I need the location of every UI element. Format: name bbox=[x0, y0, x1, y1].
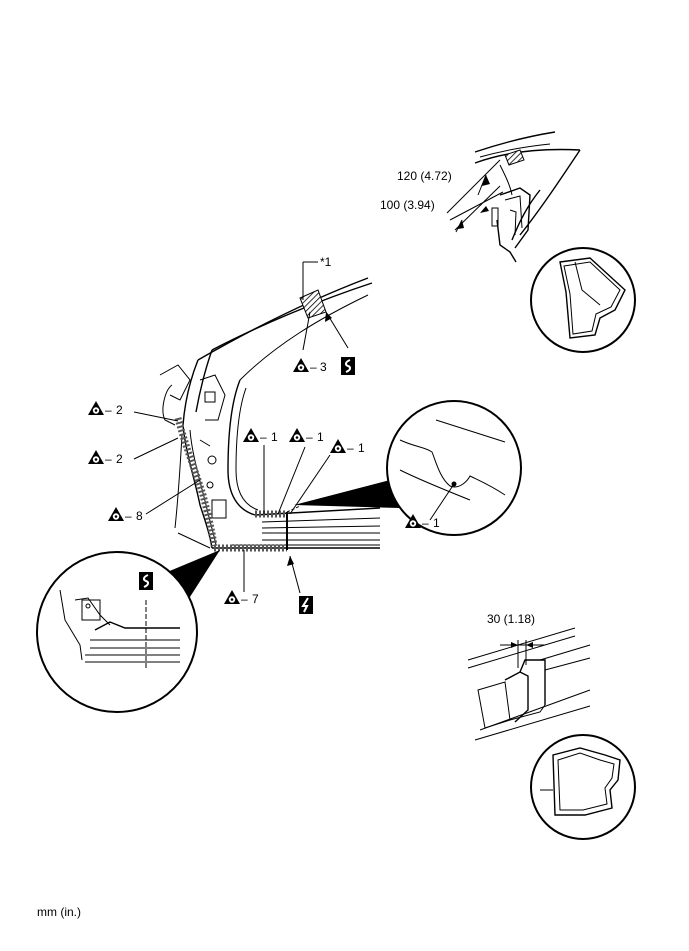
leader-lines bbox=[133, 311, 349, 594]
callout-weld-3-number: 3 bbox=[320, 360, 327, 374]
spot-weld-symbol-icon bbox=[88, 450, 104, 464]
spot-weld-symbol-icon bbox=[224, 590, 240, 604]
callout-weld-1-number: 1 bbox=[433, 516, 440, 530]
rocker-section-detail bbox=[467, 627, 591, 741]
roof-section-bubble bbox=[530, 247, 636, 353]
callout-weld-1-c: – 1 bbox=[330, 439, 365, 455]
spot-weld-symbol-icon bbox=[293, 358, 309, 372]
rocker-section-bubble bbox=[530, 734, 636, 840]
spot-weld-symbol-icon bbox=[243, 428, 259, 442]
rocker-dim: 30 (1.18) bbox=[487, 612, 535, 626]
callout-dash: – bbox=[241, 592, 248, 606]
rocker-detail-bubble bbox=[36, 550, 220, 713]
callout-weld-7-number: 7 bbox=[252, 592, 259, 606]
saw-cut-symbol-icon bbox=[138, 571, 154, 591]
callout-dash: – bbox=[260, 430, 267, 444]
callout-dash: – bbox=[422, 516, 429, 530]
callout-weld-2-number: 2 bbox=[116, 452, 123, 466]
spot-weld-symbol-icon bbox=[330, 439, 346, 453]
callout-dash: – bbox=[347, 441, 354, 455]
callout-weld-2-upper: – 2 bbox=[88, 401, 123, 417]
body-side-panel bbox=[159, 261, 381, 552]
callout-weld-7: – 7 bbox=[224, 590, 259, 606]
roof-dim-upper: 120 (4.72) bbox=[397, 169, 452, 183]
callout-weld-1-a: – 1 bbox=[243, 428, 278, 444]
sill-detail-bubble bbox=[294, 400, 522, 536]
callout-dash: – bbox=[125, 509, 132, 523]
saw-cut-symbol-icon bbox=[340, 356, 356, 376]
spot-weld-symbol-icon bbox=[289, 428, 305, 442]
callout-ref-1: *1 bbox=[320, 255, 332, 269]
callout-dash: – bbox=[105, 403, 112, 417]
callout-weld-8: – 8 bbox=[108, 507, 143, 523]
callout-dash: – bbox=[310, 360, 317, 374]
torch-cut-symbol-icon bbox=[298, 595, 314, 615]
callout-dash: – bbox=[105, 452, 112, 466]
callout-weld-8-number: 8 bbox=[136, 509, 143, 523]
callout-weld-1-detail: – 1 bbox=[405, 514, 440, 530]
callout-weld-3: – 3 bbox=[293, 358, 327, 374]
callout-weld-1-b: – 1 bbox=[289, 428, 324, 444]
roof-dim-lower: 100 (3.94) bbox=[380, 198, 435, 212]
roof-rail-detail bbox=[474, 131, 581, 263]
roof-dimension-lines bbox=[446, 159, 504, 233]
spot-weld-symbol-icon bbox=[108, 507, 124, 521]
callout-dash: – bbox=[306, 430, 313, 444]
callout-weld-1-number: 1 bbox=[271, 430, 278, 444]
callout-weld-1-number: 1 bbox=[358, 441, 365, 455]
units-note: mm (in.) bbox=[37, 905, 81, 919]
spot-weld-symbol-icon bbox=[88, 401, 104, 415]
callout-weld-1-number: 1 bbox=[317, 430, 324, 444]
callout-weld-2-lower: – 2 bbox=[88, 450, 123, 466]
callout-weld-2-number: 2 bbox=[116, 403, 123, 417]
